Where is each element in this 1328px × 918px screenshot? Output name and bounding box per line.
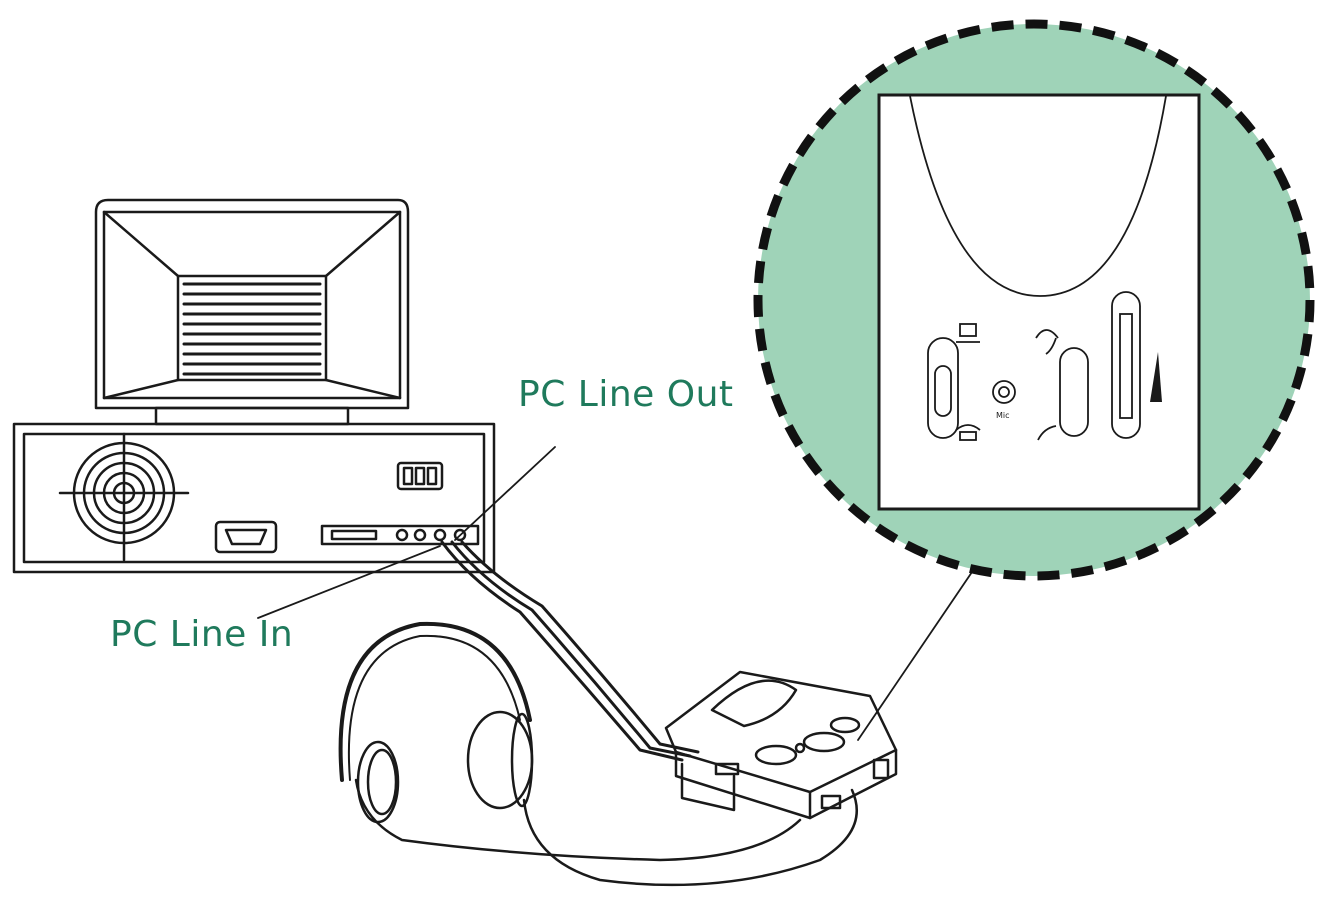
fan-icon <box>58 432 190 562</box>
serial-port-icon <box>214 520 278 554</box>
mic-knob <box>992 380 1016 404</box>
power-socket-icon <box>396 461 444 491</box>
pc-line-in-leader <box>257 545 441 619</box>
pc-line-in-label: PC Line In <box>110 614 294 655</box>
pc-line-out-label: PC Line Out <box>518 374 734 415</box>
zoom-callout: Mic <box>753 19 1315 581</box>
zoom-leader <box>857 571 973 741</box>
mic-label: Mic <box>996 411 1010 420</box>
pc-line-out-leader <box>454 446 556 541</box>
headset-mode-icon <box>1035 329 1059 355</box>
left-switch <box>927 337 959 439</box>
pc-mode-icon <box>956 323 980 343</box>
right-switch <box>1059 347 1089 437</box>
monitor-screen-grill <box>182 282 322 376</box>
headset-amplifier <box>664 670 898 820</box>
volume-ramp-icon <box>1150 352 1162 402</box>
sound-card-ports <box>320 524 480 546</box>
monitor <box>94 198 410 426</box>
volume-slider <box>1111 291 1141 439</box>
amplifier-top-curve <box>909 95 1167 297</box>
phone-mode-icon <box>955 424 981 441</box>
computer-case <box>12 422 496 574</box>
pc-cables <box>440 540 700 762</box>
headset-icon <box>338 621 858 887</box>
handset-mode-icon <box>1037 425 1057 441</box>
